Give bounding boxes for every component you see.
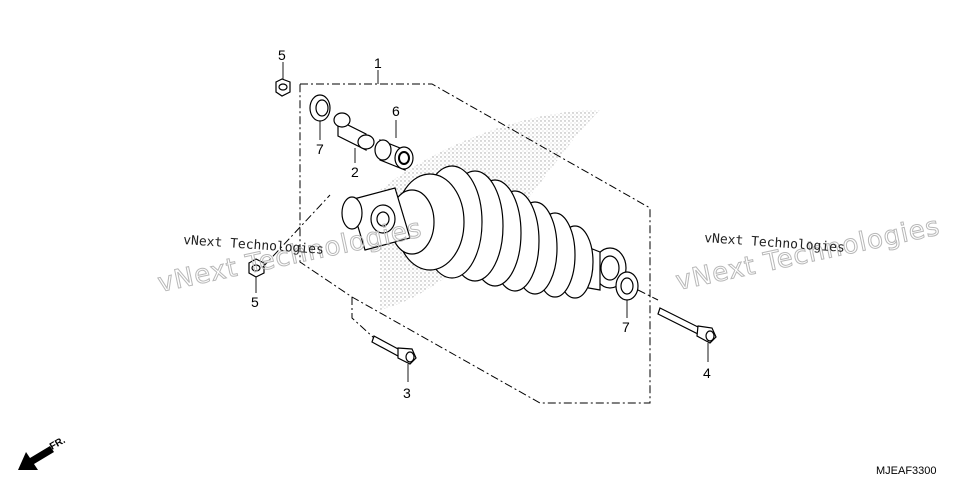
callout-5-top: 5 [278, 47, 286, 63]
bearing-part-6 [374, 139, 414, 171]
bolt-3-leader-dash [351, 297, 375, 339]
callout-5-left: 5 [251, 294, 259, 310]
callout-2: 2 [351, 164, 359, 180]
assembly-bracket [299, 83, 651, 404]
collar-part-2 [333, 112, 375, 151]
dust-seal-part-7-right [615, 271, 639, 301]
callout-7-top: 7 [316, 141, 324, 157]
front-direction-arrow-icon [18, 446, 54, 470]
callout-3: 3 [403, 385, 411, 401]
nut-part-5-top [275, 78, 291, 97]
callout-1: 1 [374, 55, 382, 71]
callout-6: 6 [392, 103, 400, 119]
watermark-large-right: vNext Technologies [673, 212, 943, 297]
rear-shock-absorber [341, 165, 627, 299]
callout-7-right: 7 [622, 319, 630, 335]
diagram-code: MJEAF3300 [876, 465, 937, 477]
bolt-part-3 [371, 335, 417, 365]
bolt-part-4 [657, 307, 717, 344]
nut-part-5-left [248, 258, 265, 278]
front-direction-label: FR. [48, 435, 68, 453]
bolt-4-leader-dash [637, 289, 659, 301]
nut-left-leader-dash [261, 194, 331, 269]
dust-seal-part-7-top [309, 94, 331, 122]
callout-4: 4 [703, 365, 711, 381]
